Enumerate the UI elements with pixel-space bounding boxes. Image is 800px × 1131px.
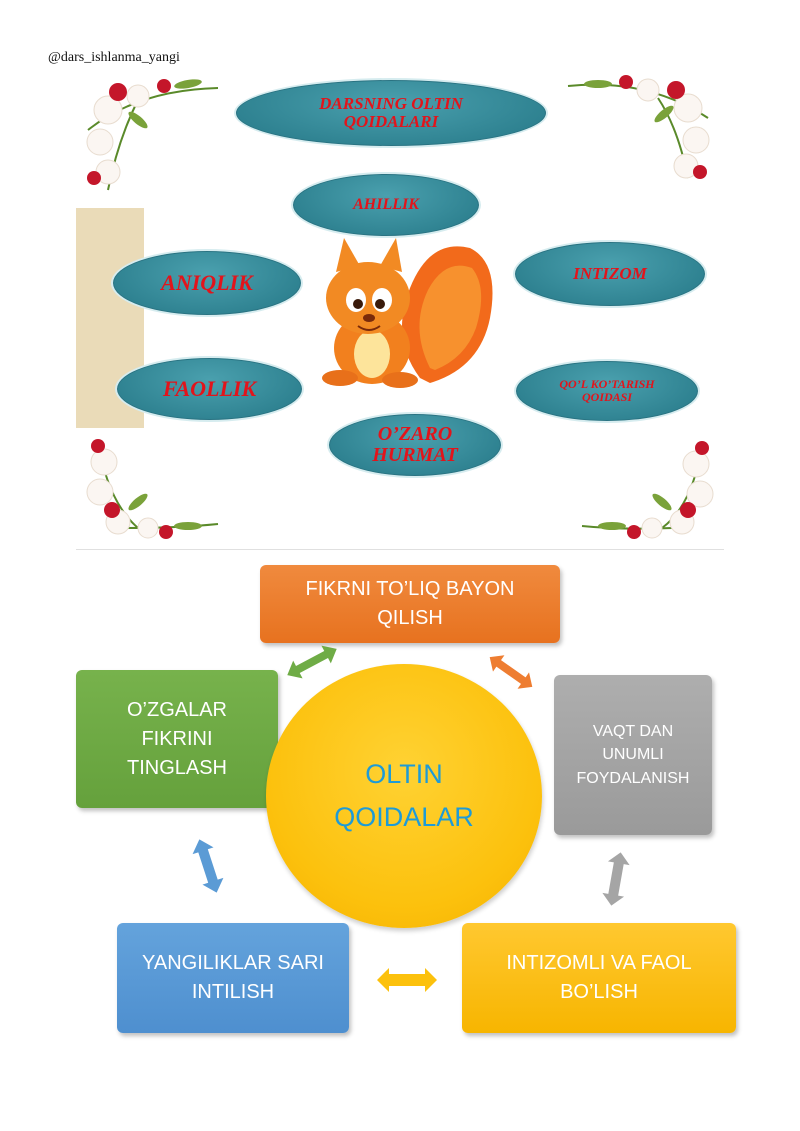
intizom-ellipse: INTIZOM [513,240,707,308]
ahillik-ellipse: AHILLIK [291,172,481,238]
double-arrow-icon-gold [377,968,437,992]
squirrel-icon [322,238,493,388]
faollik-ellipse: FAOLLIK [115,356,304,422]
section-divider [76,549,724,550]
aniqlik-ellipse: ANIQLIK [111,249,303,317]
flower-icon-top-left [86,79,219,191]
double-arrow-icon-green [287,645,337,679]
double-arrow-icon-gray [602,852,630,906]
double-arrow-icon-orange [489,655,533,689]
watermark: @dars_ishlanma_yangi [48,50,180,65]
flower-icon-bottom-left [86,439,219,539]
flower-icon-bottom-right [581,441,714,539]
double-arrow-icon-blue [192,839,224,893]
flower-icon-top-right [567,75,710,179]
